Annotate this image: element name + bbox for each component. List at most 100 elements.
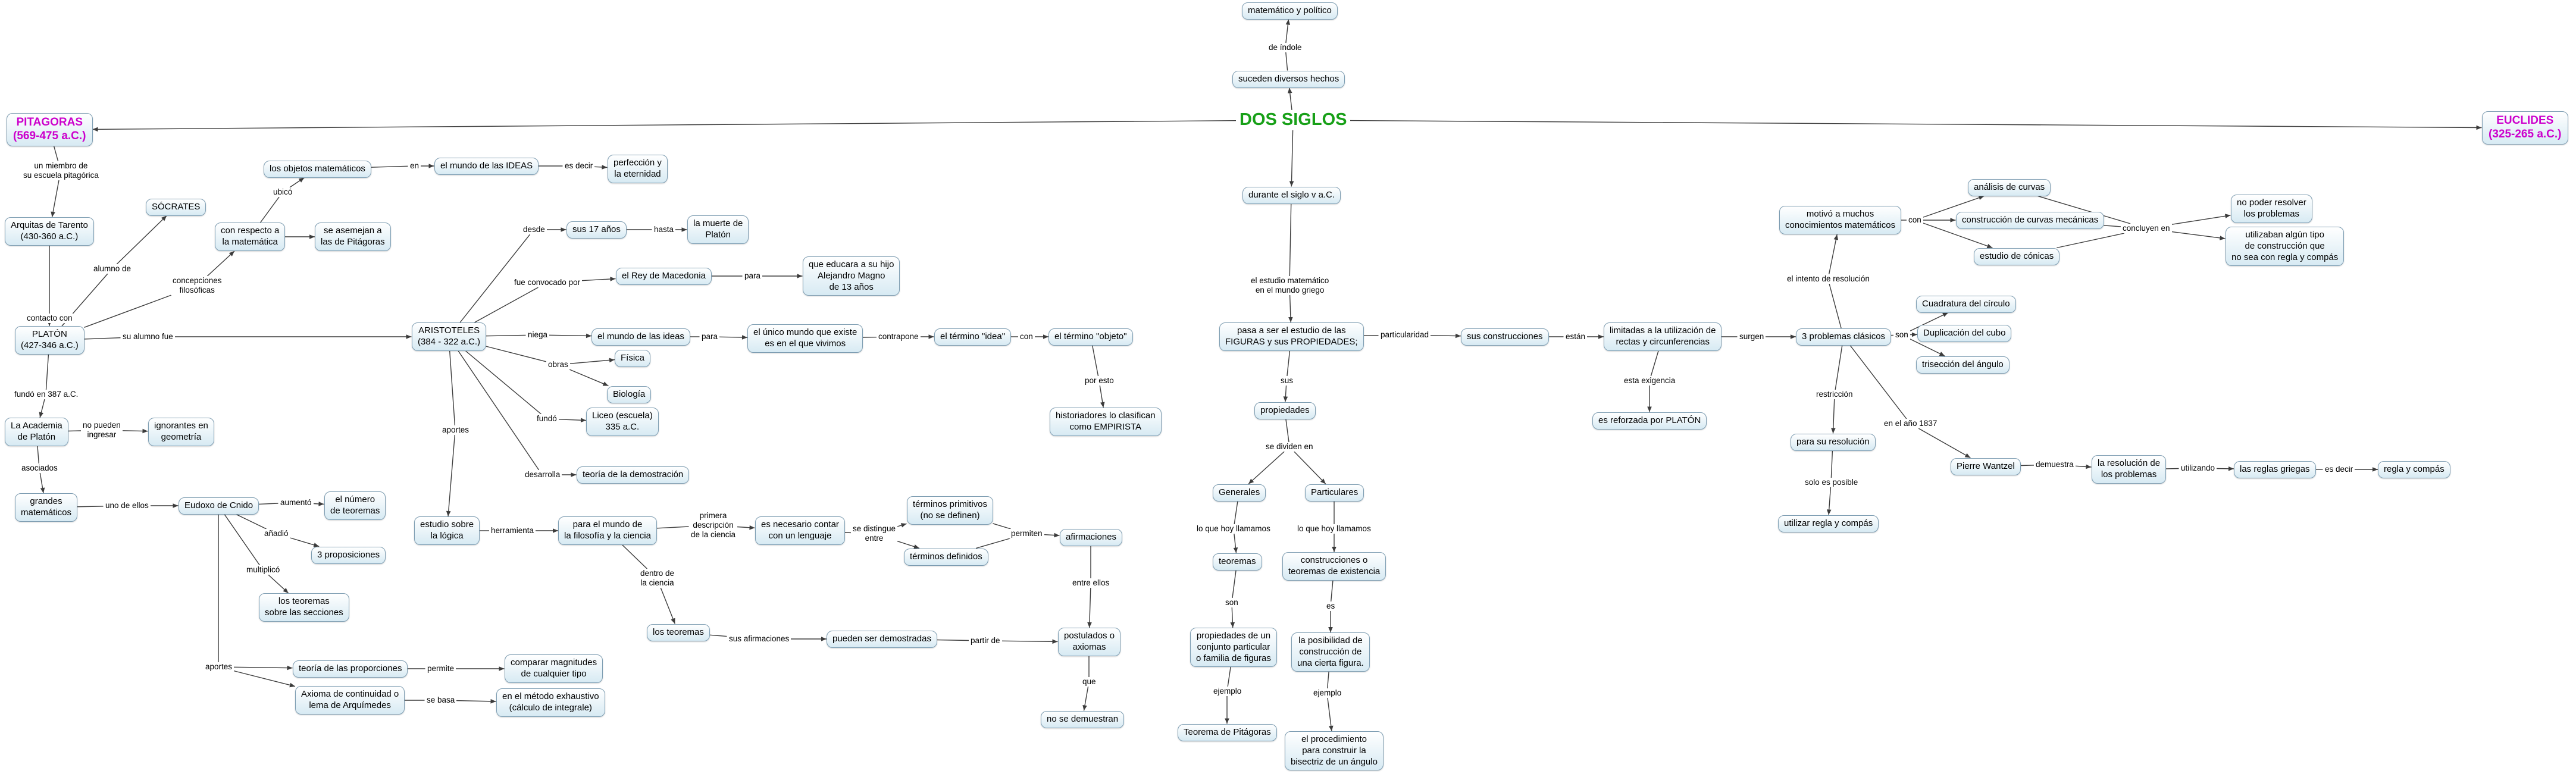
- concept-numero-teoremas[interactable]: el número de teoremas: [324, 491, 386, 520]
- concept-necesario-lenguaje[interactable]: es necesario contar con un lenguaje: [755, 516, 845, 545]
- concept-historiadores[interactable]: historiadores lo clasifican como EMPIRIS…: [1050, 408, 1162, 436]
- concept-pasa-a-ser[interactable]: pasa a ser el estudio de las FIGURAS y s…: [1219, 322, 1364, 351]
- edge-concept-3-problemas--label-intento-resolucion: [1829, 283, 1842, 328]
- concept-afirmaciones[interactable]: afirmaciones: [1060, 529, 1123, 546]
- concept-fisica[interactable]: Física: [615, 350, 651, 367]
- concept-resolucion-problemas[interactable]: la resolución de los problemas: [2092, 455, 2167, 484]
- label-convocado: fue convocado por: [512, 278, 583, 288]
- concept-biologia[interactable]: Biología: [607, 386, 652, 403]
- concept-aristoteles[interactable]: ARISTOTELES (384 - 322 a.C.): [412, 322, 487, 351]
- label-ejemplo-2: ejemplo: [1312, 688, 1344, 698]
- concept-curvas-mecanicas[interactable]: construcción de curvas mecánicas: [1956, 212, 2105, 229]
- arrowhead-icon: [580, 418, 586, 422]
- concept-mundo-ideas[interactable]: el mundo de las IDEAS: [434, 158, 539, 175]
- label-concepciones: concepciones filosóficas: [171, 276, 224, 296]
- concept-analisis-curvas[interactable]: análisis de curvas: [1968, 179, 2051, 196]
- edge-concept-terminos-definidos--label-permiten: [976, 538, 1010, 549]
- concept-liceo[interactable]: Liceo (escuela) 335 a.C.: [586, 408, 659, 436]
- edge-concept-platon--label-concepciones: [84, 294, 172, 328]
- concept-cuadratura[interactable]: Cuadratura del círculo: [1916, 296, 2016, 313]
- concept-pierre-wantzel[interactable]: Pierre Wantzel: [1951, 458, 2021, 475]
- concept-teoria-demostracion[interactable]: teoría de la demostración: [577, 466, 690, 484]
- edge-concept-aristoteles--label-obras: [486, 346, 547, 362]
- concept-motivo[interactable]: motivó a muchos conocimientos matemático…: [1779, 206, 1902, 234]
- concept-unico-mundo[interactable]: el único mundo que existe es en el que v…: [747, 324, 863, 353]
- concept-no-poder[interactable]: no poder resolver los problemas: [2231, 195, 2312, 223]
- label-estudio-matematico: el estudio matemático en el mundo griego: [1249, 276, 1331, 296]
- concept-eudoxo[interactable]: Eudoxo de Cnido: [179, 497, 259, 515]
- concept-platon[interactable]: PLATÓN (427-346 a.C.): [15, 326, 84, 355]
- concept-muerte-platon[interactable]: la muerte de Platón: [687, 215, 749, 244]
- label-dentro-ciencia: dentro de la ciencia: [638, 569, 677, 588]
- concept-para-resolucion[interactable]: para su resolución: [1791, 434, 1876, 451]
- edge-label-se-distingue--concept-terminos-definidos: [897, 540, 920, 549]
- concept-suceden-hechos[interactable]: suceden diversos hechos: [1232, 71, 1345, 88]
- concept-se-asemejan[interactable]: se asemejan a las de Pitágoras: [315, 223, 391, 251]
- concept-teorema-pitagoras[interactable]: Teorema de Pitágoras: [1178, 724, 1277, 741]
- concept-pueden-demostradas[interactable]: pueden ser demostradas: [827, 631, 937, 648]
- label-ano-1837: en el año 1837: [1882, 419, 1939, 429]
- concept-3-proposiciones[interactable]: 3 proposiciones: [311, 547, 386, 564]
- concept-17-anos[interactable]: sus 17 años: [566, 221, 627, 239]
- concept-regla-compas[interactable]: regla y compás: [2378, 461, 2450, 478]
- arrowhead-icon: [1942, 312, 1948, 317]
- concept-matematico-politico[interactable]: matemático y político: [1242, 2, 1338, 20]
- concept-grandes-matematicos[interactable]: grandes matemáticos: [15, 493, 78, 522]
- concept-durante-siglo[interactable]: durante el siglo v a.C.: [1242, 187, 1341, 204]
- concept-para-mundo[interactable]: para el mundo de la filosofía y la cienc…: [558, 516, 657, 545]
- edge-label-niega--concept-mundo-de-ideas: [549, 334, 592, 337]
- concept-sus-construcciones[interactable]: sus construcciones: [1461, 328, 1549, 346]
- concept-con-respecto[interactable]: con respecto a la matemática: [215, 223, 286, 251]
- concept-triseccion[interactable]: trisección del ángulo: [1916, 356, 2010, 374]
- arrowhead-icon: [142, 428, 148, 434]
- edge-label-fundo-liceo--concept-liceo: [558, 419, 587, 421]
- concept-propiedades[interactable]: propiedades: [1254, 402, 1316, 419]
- concept-duplicacion[interactable]: Duplicación del cubo: [1917, 325, 2012, 342]
- concept-comparar-magnitudes[interactable]: comparar magnitudes de cualquier tipo: [505, 654, 603, 683]
- concept-estudio-conicas[interactable]: estudio de cónicas: [1974, 248, 2060, 265]
- concept-teoria-proporciones[interactable]: teoría de las proporciones: [293, 660, 408, 678]
- concept-termino-objeto[interactable]: el término "objeto": [1048, 328, 1133, 346]
- concept-terminos-primitivos[interactable]: términos primitivos (no se definen): [907, 496, 994, 525]
- concept-propiedades-conjunto[interactable]: propiedades de un conjunto particular o …: [1190, 628, 1277, 668]
- edge-label-alumno-de--concept-socrates: [116, 215, 167, 265]
- concept-3-problemas[interactable]: 3 problemas clásicos: [1796, 328, 1892, 346]
- concept-utilizaban[interactable]: utilizaban algún tipo de construcción qu…: [2226, 227, 2345, 267]
- edge-label-entre-ellos--concept-postulados: [1089, 587, 1091, 628]
- concept-objetos-matematicos[interactable]: los objetos matemáticos: [264, 161, 371, 178]
- person-pitagoras[interactable]: PITAGORAS (569-475 a.C.): [7, 113, 93, 146]
- concept-no-se-demuestran[interactable]: no se demuestran: [1041, 711, 1125, 728]
- concept-estudio-logica[interactable]: estudio sobre la lógica: [414, 516, 480, 545]
- label-para-1: para: [743, 271, 763, 281]
- concept-educara[interactable]: que educara a su hijo Alejandro Magno de…: [803, 256, 900, 296]
- concept-academia[interactable]: La Academia de Platón: [5, 418, 68, 446]
- concept-limitadas[interactable]: limitadas a la utilización de rectas y c…: [1604, 322, 1722, 351]
- concept-ignorantes[interactable]: ignorantes en geometría: [148, 418, 214, 446]
- concept-generales[interactable]: Generales: [1213, 484, 1266, 502]
- concept-reforzada-platon[interactable]: es reforzada por PLATÓN: [1592, 412, 1707, 430]
- concept-teoremas-secciones[interactable]: los teoremas sobre las secciones: [259, 593, 349, 622]
- concept-postulados[interactable]: postulados o axiomas: [1058, 628, 1121, 656]
- concept-posibilidad[interactable]: la posibilidad de construcción de una ci…: [1291, 632, 1370, 672]
- concept-construcciones-existencia[interactable]: construcciones o teoremas de existencia: [1282, 552, 1386, 581]
- title-dos-siglos[interactable]: DOS SIGLOS: [1236, 110, 1351, 130]
- concept-metodo-exhaustivo[interactable]: en el método exhaustivo (cálculo de inte…: [496, 688, 605, 717]
- concept-reglas-griegas[interactable]: las reglas griegas: [2234, 461, 2316, 478]
- concept-perfeccion[interactable]: perfección y la eternidad: [608, 155, 668, 183]
- concept-los-teoremas[interactable]: los teoremas: [647, 624, 710, 641]
- concept-socrates[interactable]: SÓCRATES: [146, 199, 206, 216]
- concept-terminos-definidos[interactable]: términos definidos: [904, 549, 988, 566]
- concept-teoremas[interactable]: teoremas: [1213, 553, 1262, 571]
- edge-label-que--concept-no-se-demuestran: [1083, 686, 1089, 711]
- concept-axioma[interactable]: Axioma de continuidad o lema de Arquímed…: [295, 686, 405, 715]
- concept-procedimiento-bisectriz[interactable]: el procedimiento para construir la bisec…: [1285, 731, 1384, 771]
- person-euclides[interactable]: EUCLIDES (325-265 a.C.): [2482, 111, 2568, 145]
- label-contrapone: contrapone: [877, 332, 921, 342]
- concept-arquitas[interactable]: Arquitas de Tarento (430-360 a.C.): [5, 217, 94, 246]
- concept-particulares[interactable]: Particulares: [1305, 484, 1364, 502]
- concept-rey-macedonia[interactable]: el Rey de Macedonia: [616, 268, 712, 285]
- concept-mundo-de-ideas[interactable]: el mundo de las ideas: [591, 328, 690, 346]
- concept-utilizar-regla[interactable]: utilizar regla y compás: [1778, 515, 1879, 532]
- concept-termino-idea[interactable]: el término "idea": [934, 328, 1012, 346]
- label-asociados: asociados: [20, 463, 60, 474]
